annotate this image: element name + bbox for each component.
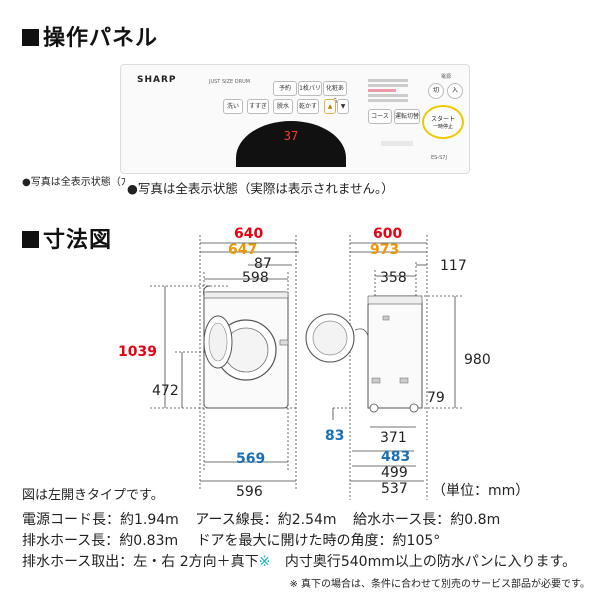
dimension-section-title-text: 寸法図 — [43, 228, 113, 253]
spec-power-cord: 電源コード長：約1.94m — [22, 512, 179, 528]
dim-980: 980 — [464, 352, 491, 368]
front-view-washer — [203, 285, 289, 409]
control-panel-photo: SHARP JUST SIZE DRUM 予約 1枚パリ 化粧あら 洗い すすぎ… — [120, 64, 470, 174]
spec-row-3: 排水ホース取出：左・右 2方向＋真下※ 内寸奥行540mm以上の防水パンに入りま… — [22, 551, 576, 571]
spec-drain-hose: 排水ホース長：約0.83m — [22, 533, 179, 549]
dim-1039: 1039 — [118, 344, 157, 360]
dry-button[interactable]: 乾かす — [297, 99, 319, 114]
dim-87: 87 — [254, 256, 272, 272]
dim-596: 596 — [236, 484, 263, 500]
start-button[interactable]: スタート 一時停止 — [422, 105, 464, 139]
rinse-button[interactable]: すすぎ — [247, 99, 269, 114]
power-on-button[interactable]: 入 — [447, 83, 463, 99]
caption-small: ●写真は全表示状態（ﾌ — [22, 177, 126, 188]
model-small-label: JUST SIZE DRUM — [209, 79, 251, 85]
unit-label: （単位：mm） — [432, 483, 530, 499]
power-label: 電源 — [441, 74, 452, 80]
model-code: ES-S7J — [431, 155, 447, 161]
spec-water-hose: 給水ホース長：約0.8m — [353, 512, 501, 528]
dim-647: 647 — [228, 242, 258, 258]
mode-switch-button[interactable]: 運転切替 — [394, 109, 420, 124]
dim-640: 640 — [234, 226, 264, 242]
display-arc: 37 — [236, 121, 346, 167]
display-value: 37 — [283, 129, 299, 143]
dim-537: 537 — [381, 481, 408, 497]
spec-row-1: 電源コード長：約1.94m アース線長：約2.54m 給水ホース長：約0.8m — [22, 509, 500, 529]
spec-row-2: 排水ホース長：約0.83m ドアを最大に開けた時の角度：約105° — [22, 530, 440, 550]
one-pari-button[interactable]: 1枚パリ — [298, 81, 322, 96]
course-button[interactable]: コース — [368, 109, 392, 124]
dim-483: 483 — [381, 449, 411, 465]
dim-600: 600 — [373, 226, 403, 242]
course-list — [368, 77, 408, 111]
spin-button[interactable]: 脱水 — [273, 99, 293, 114]
square-bullet-icon — [22, 29, 39, 46]
dim-472: 472 — [152, 383, 179, 399]
layout-note: 図は左開きタイプです。 — [22, 488, 164, 503]
chevron-up-icon[interactable]: ▲ — [324, 99, 336, 114]
panel-section-title: 操作パネル — [22, 20, 158, 52]
square-bullet-icon — [22, 231, 39, 248]
spec-door-angle: ドアを最大に開けた時の角度：約105° — [196, 533, 441, 549]
spec-drain-outlet: 排水ホース取出：左・右 2方向＋真下 — [22, 554, 259, 570]
indicator-strip — [381, 141, 413, 146]
power-off-button[interactable]: 切 — [428, 83, 444, 99]
side-view-washer — [305, 295, 423, 413]
brand-logo: SHARP — [137, 75, 177, 85]
dim-973: 973 — [370, 242, 400, 258]
start-sublabel: 一時停止 — [432, 124, 453, 130]
dim-569: 569 — [236, 451, 266, 467]
footnote: ※ 真下の場合は、条件に合わせて別売のサービス部品が必要です。 — [289, 579, 590, 590]
dim-358: 358 — [380, 270, 407, 286]
spec-earth-wire: アース線長：約2.54m — [195, 512, 337, 528]
asterisk-mark: ※ — [258, 554, 271, 570]
dim-499: 499 — [381, 465, 408, 481]
dim-83: 83 — [325, 428, 345, 444]
spec-waterproof-pan: 内寸奥行540mm以上の防水パンに入ります。 — [284, 554, 577, 570]
dim-371: 371 — [380, 430, 407, 446]
panel-section-title-text: 操作パネル — [43, 26, 159, 51]
chevron-down-icon[interactable]: ▼ — [337, 99, 349, 114]
start-label: スタート — [430, 116, 455, 123]
dimension-section-title: 寸法図 — [22, 222, 112, 254]
dim-598: 598 — [242, 270, 269, 286]
wash-button[interactable]: 洗い — [223, 99, 243, 114]
photo-caption: ●写真は全表示状態（実際は表示されません。） — [125, 178, 396, 197]
dim-117: 117 — [440, 258, 467, 274]
dim-79: 79 — [427, 390, 445, 406]
reserve-button[interactable]: 予約 — [273, 81, 297, 96]
